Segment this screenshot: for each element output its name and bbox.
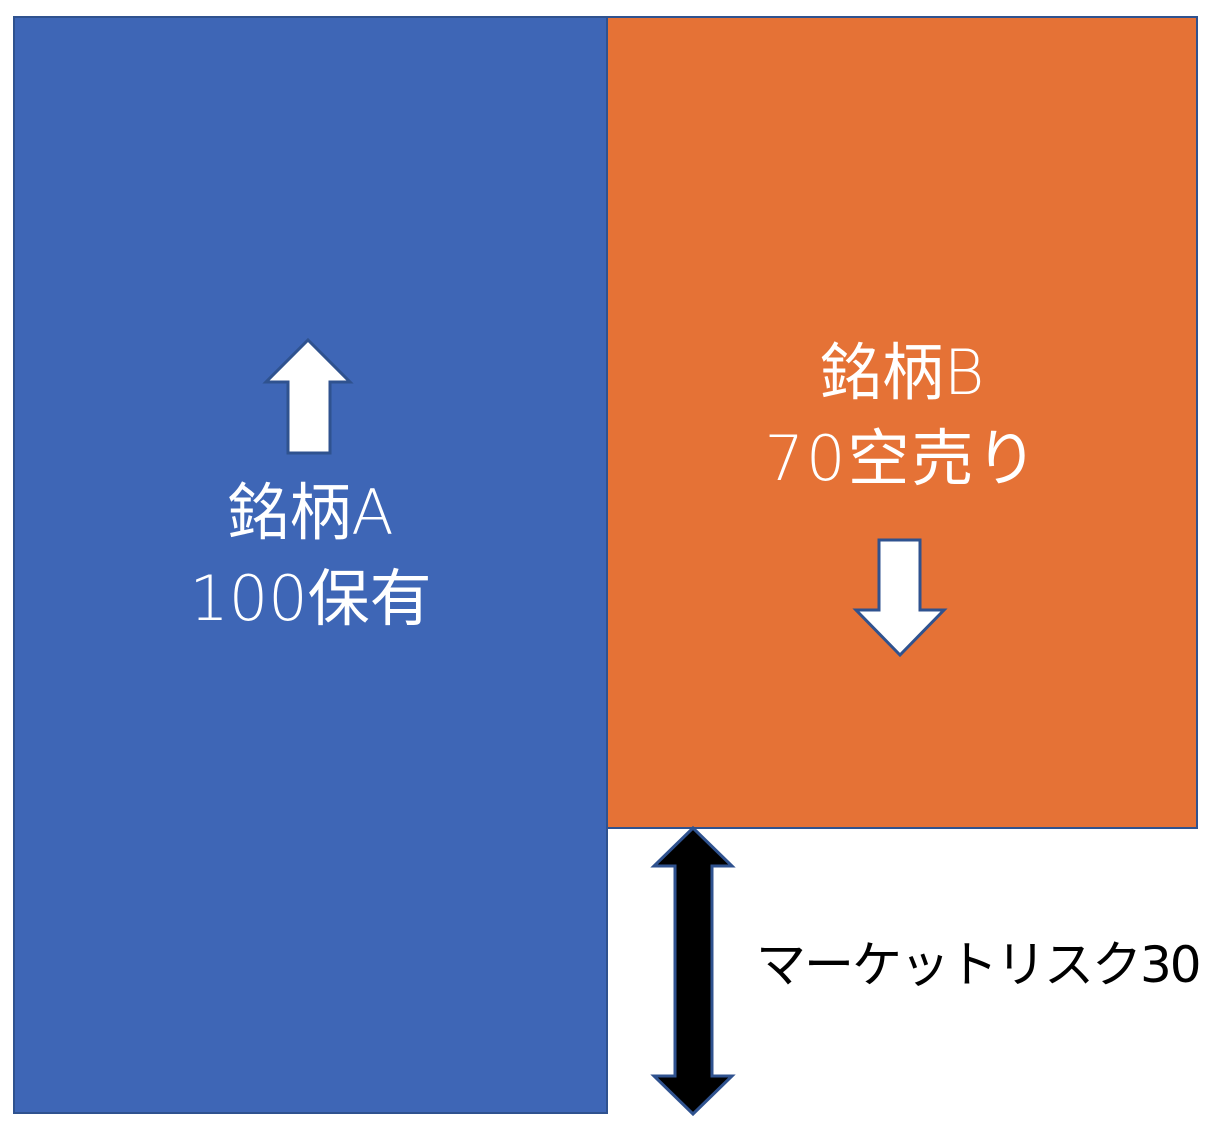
stock-a-long-block	[13, 16, 608, 1114]
stock-b-name: 銘柄B	[819, 336, 985, 409]
stock-a-label: 銘柄A 100保有	[13, 470, 608, 642]
stock-a-name: 銘柄A	[227, 476, 394, 549]
arrow-down-icon	[852, 538, 948, 658]
stock-b-position: 70空売り	[764, 422, 1040, 495]
double-arrow-icon	[650, 825, 736, 1117]
stock-a-position: 100保有	[189, 562, 432, 635]
market-risk-label: マーケットリスク30	[756, 936, 1202, 994]
stock-b-label: 銘柄B 70空売り	[606, 330, 1198, 502]
arrow-up-icon	[262, 337, 354, 455]
stock-b-short-block	[606, 16, 1198, 829]
